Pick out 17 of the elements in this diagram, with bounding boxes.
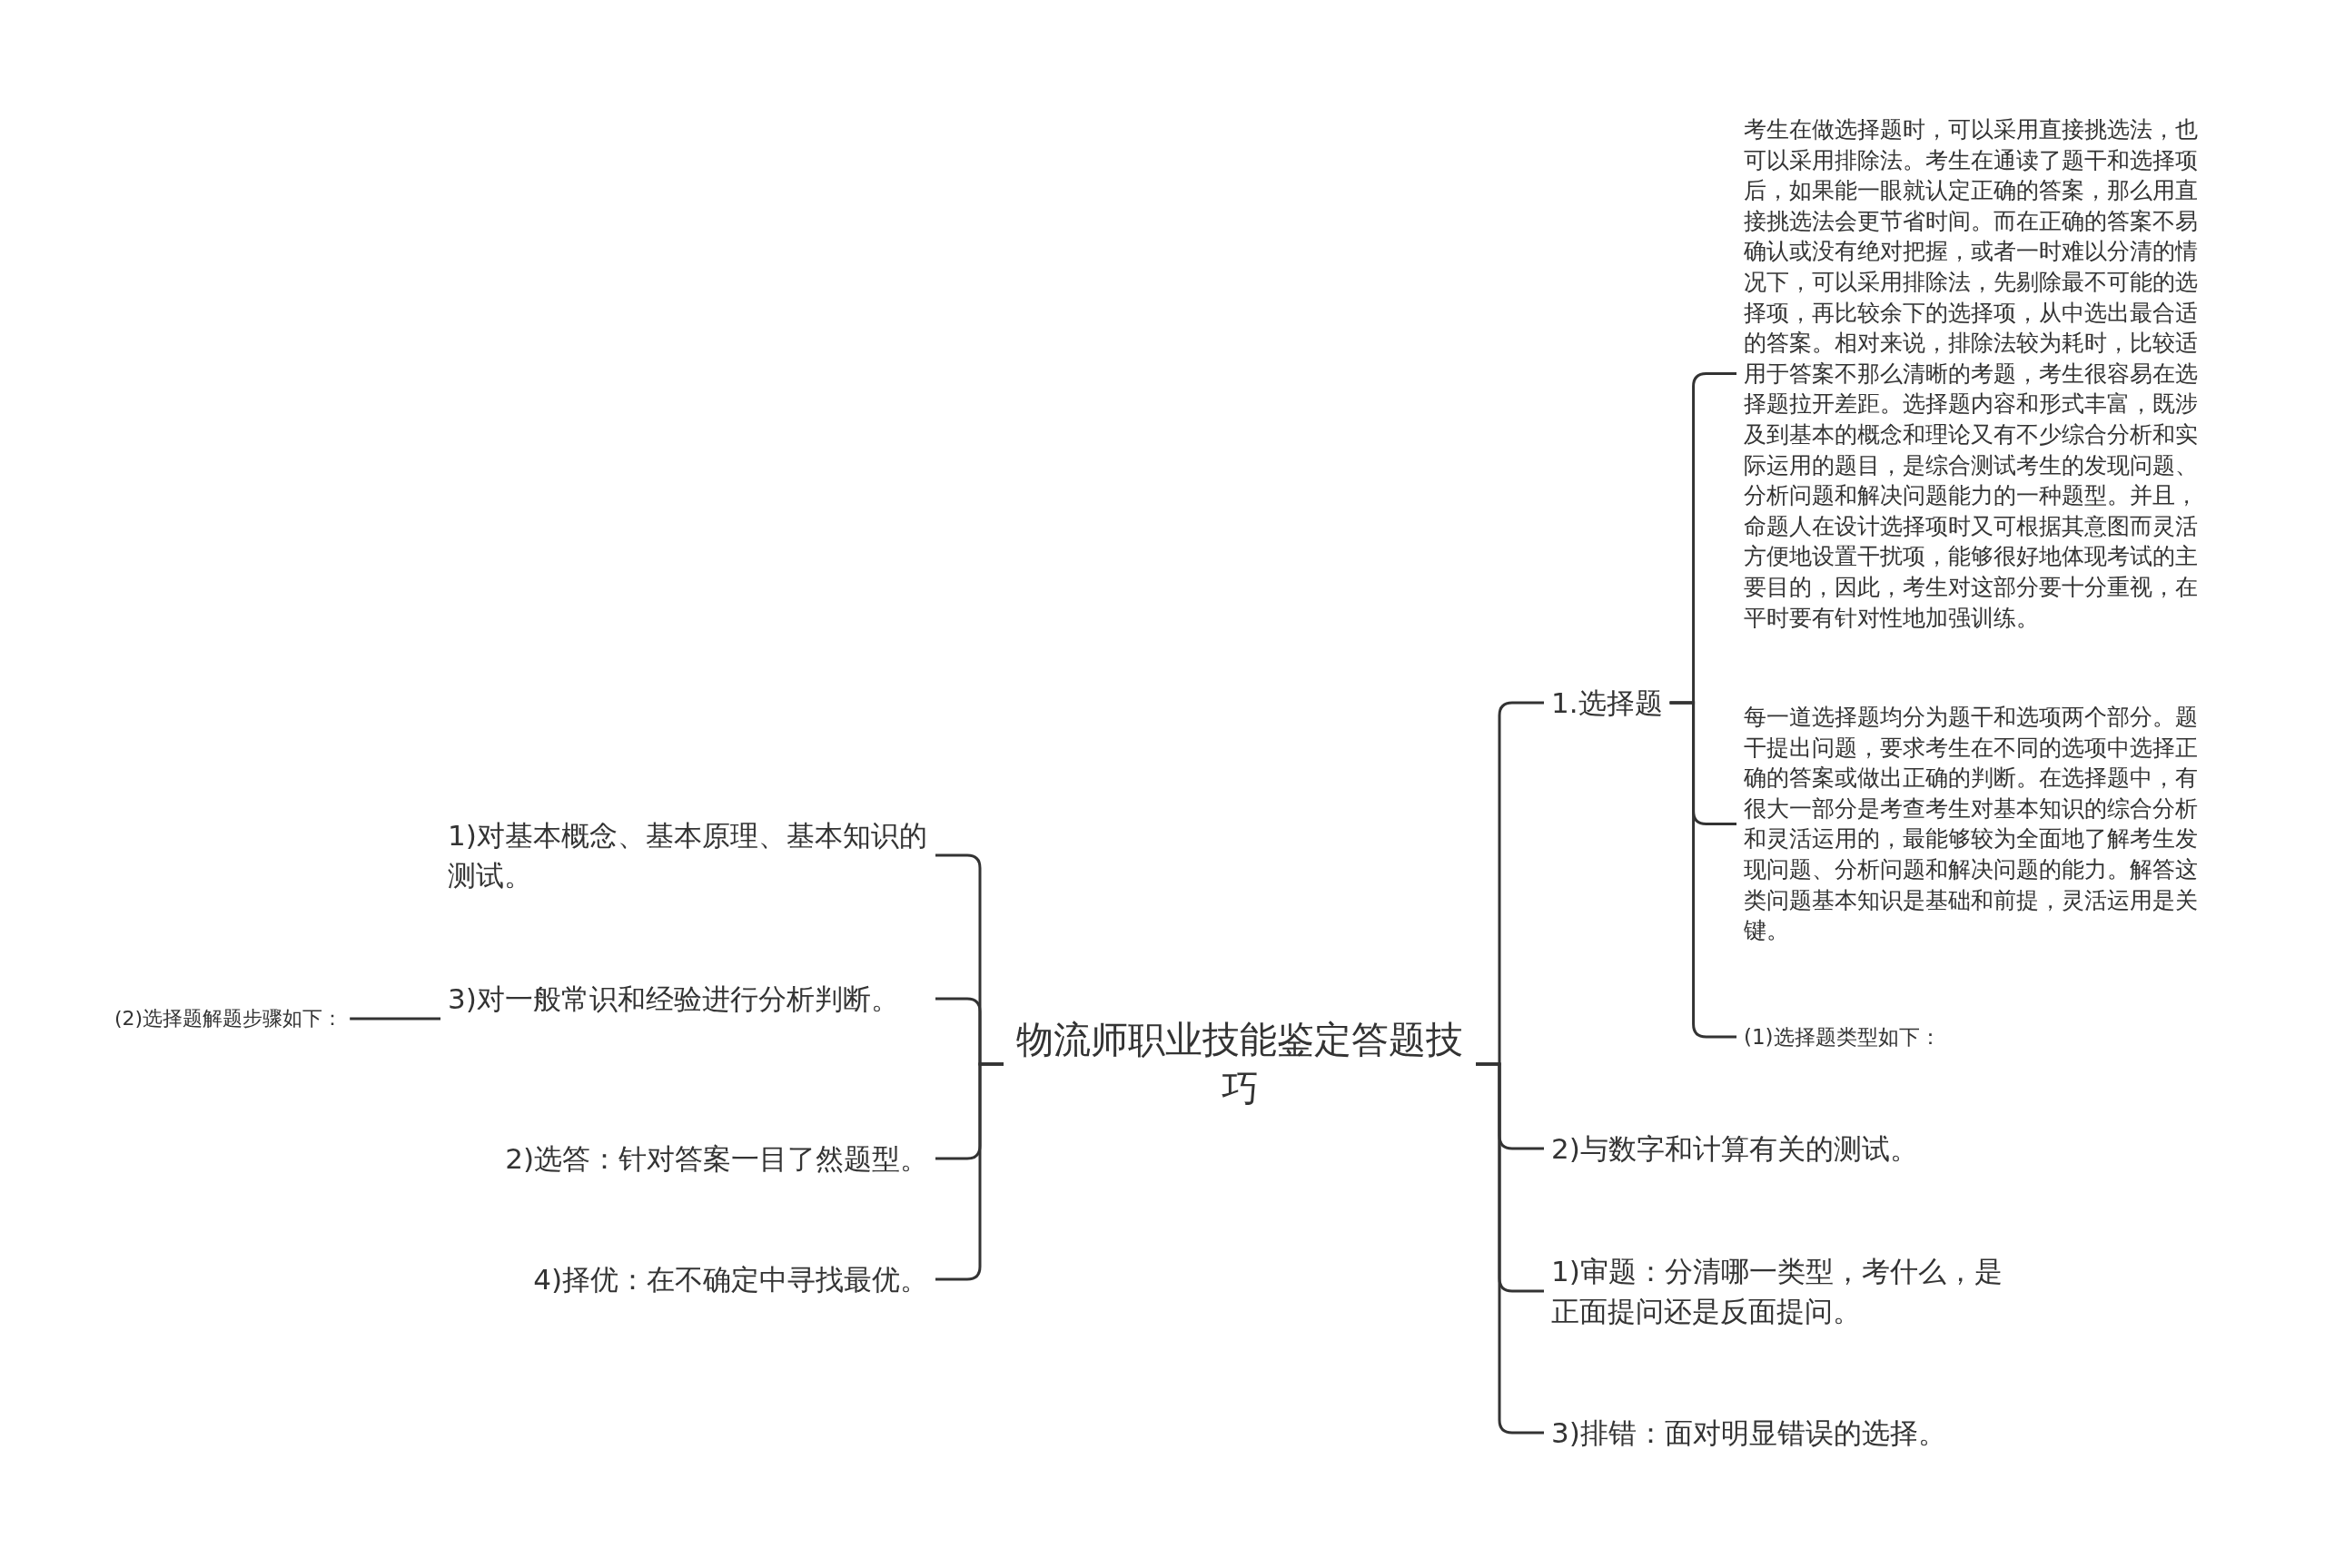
branch-topic: 1.选择题 [1544,683,1670,723]
branch-topic: 3)排错：面对明显错误的选择。 [1544,1413,1954,1453]
branch-topic: 3)对一般常识和经验进行分析判断。 [440,979,935,1019]
connector-line [1669,701,1736,1039]
paragraph-text: 每一道选择题均分为题干和选项两个部分。题干提出问题，要求考生在不同的选项中选择正确的答案或做出正确的判断。在选择题中，有很大一部分是考查考生对基本知识的综合分析和灵活运用的，最能够较为全面地了解考生发现问题、分析问题和解决问题的能力。解答这类问题基本知识是基础和前提，灵活运用是关键。 [1736,702,2227,946]
connector-line [1476,1062,1544,1435]
branch-topic: 2)与数字和计算有关的测试。 [1544,1129,1925,1169]
branch-topic: 2)选答：针对答案一目了然题型。 [498,1139,935,1178]
paragraph-text: 考生在做选择题时，可以采用直接挑选法，也可以采用排除法。考生在通读了题干和选择项后，如果能一眼就认定正确的答案，那么用直接挑选法会更节省时间。而在正确的答案不易确认或没有绝对把握，或者一时难以分清的情况下，可以采用排除法，先剔除最不可能的选择项，再比较余下的选择项，从中选出最合适的答案。相对来说，排除法较为耗时，比较适用于答案不那么清晰的考题，考生很容易在选择题拉开差距。选择题内容和形式丰富，既涉及到基本的概念和理论又有不少综合分析和实际运用的题目，是综合测试考生的发现问题、分析问题和解决问题能力的一种题型。并且，命题人在设计选择项时又可根据其意图而灵活方便地设置干扰项，能够很好地体现考试的主要目的，因此，考生对这部分要十分重视，在平时要有针对性地加强训练。 [1736,114,2227,634]
subtopic-text: (1)选择题类型如下： [1736,1022,1948,1051]
central-topic: 物流师职业技能鉴定答题技巧 [1004,1015,1476,1113]
branch-topic: 4)择优：在不确定中寻找最优。 [526,1259,935,1299]
subtopic-text: (2)选择题解题步骤如下： [107,1004,351,1033]
branch-topic: 1)审题：分清哪一类型，考什么，是正面提问还是反面提问。 [1544,1251,2025,1331]
connector-line [935,1062,1004,1281]
connector-line [350,1017,440,1021]
branch-topic: 1)对基本概念、基本原理、基本知识的测试。 [440,815,935,895]
